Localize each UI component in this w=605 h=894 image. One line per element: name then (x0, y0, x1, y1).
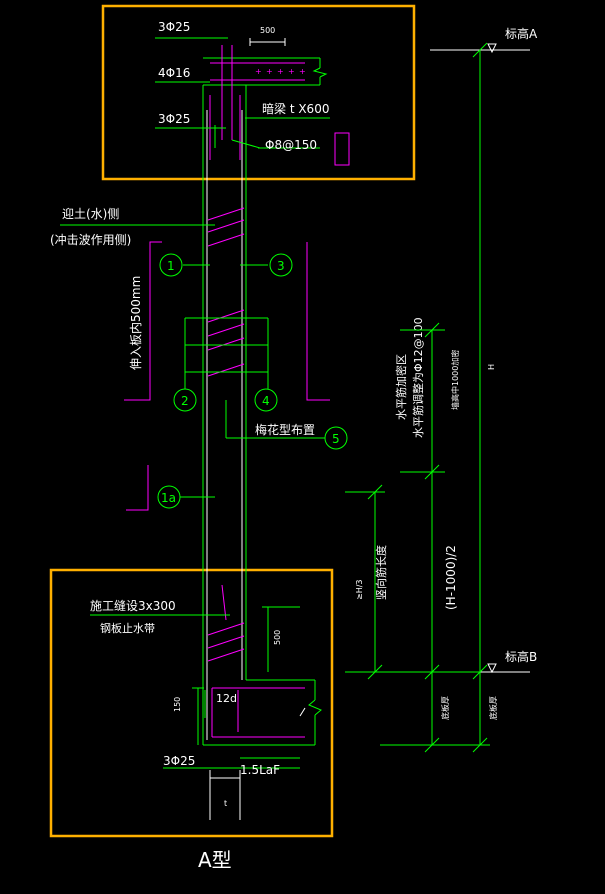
bubble-4: 4 (254, 388, 278, 412)
bottom-detail-box (49, 568, 334, 838)
elevation-b: 标高B (505, 649, 537, 664)
dim-150: 150 (173, 697, 182, 712)
bracket-lines (124, 241, 330, 511)
svg-text:2: 2 (181, 394, 189, 408)
wall-height-note: 墙高中1000加密 (450, 350, 460, 410)
ge-third-h: ≥H/3 (355, 579, 364, 600)
bubble-grid (180, 264, 325, 498)
wall-outline (202, 85, 247, 745)
bottom-slab (90, 606, 322, 820)
rebar-mid-label: 4Φ16 (158, 66, 190, 80)
dim-12d: 12d (216, 692, 237, 705)
height-h: H (487, 364, 496, 370)
svg-text:+: + (299, 67, 306, 76)
dim-500-top: 500 (260, 26, 275, 35)
top-detail-box (101, 4, 416, 181)
svg-text:+: + (288, 67, 295, 76)
tie-marks (207, 207, 245, 662)
bubble-1: 1 (159, 253, 183, 277)
bubble-2: 2 (173, 388, 197, 412)
elevation-a: 标高A (505, 26, 538, 41)
construction-joint: 施工缝设3x300 (90, 598, 176, 613)
rebar-low-label: 3Φ25 (158, 112, 190, 126)
svg-text:+: + (255, 67, 262, 76)
bubble-1a: 1a (157, 485, 181, 509)
slab-thickness-2: 底板厚 (488, 696, 498, 720)
horiz-rebar-zone-1: 水平筋加密区 (394, 354, 408, 420)
waterstop-label: 钢板止水带 (100, 621, 155, 635)
anchor-note: 伸入板内500mm (129, 276, 143, 370)
svg-text:3: 3 (277, 259, 285, 273)
bubble-5: 5 (324, 426, 348, 450)
elevation-markers (430, 42, 530, 745)
slab-thickness-1: 底板厚 (440, 696, 450, 720)
anchor-length: 竖向筋长度 (374, 545, 388, 600)
crown-beam-label: 暗梁 t X600 (262, 101, 329, 116)
svg-text:4: 4 (262, 394, 270, 408)
lae-label: 1.5LaF (240, 763, 280, 777)
top-slab: + + + + + (203, 38, 350, 166)
bubble-3: 3 (269, 253, 293, 277)
svg-text:+: + (277, 67, 284, 76)
half-height-dim: (H-1000)/2 (444, 545, 458, 610)
plum-layout-label: 梅花型布置 (255, 422, 315, 437)
dimension-lines-right (345, 322, 490, 753)
svg-text:1a: 1a (161, 491, 176, 505)
caption: A型 (198, 848, 232, 872)
rebar-top-label: 3Φ25 (158, 20, 190, 34)
top-leaders (155, 37, 330, 149)
stirrup-label: Φ8@150 (265, 138, 317, 152)
horiz-rebar-zone-2: 水平筋调整为Φ12@100 (411, 317, 425, 438)
svg-text:1: 1 (167, 259, 175, 273)
soil-side-note: (冲击波作用侧) (50, 232, 131, 247)
rebar-bottom-label: 3Φ25 (163, 754, 195, 768)
soil-side-label: 迎土(水)侧 (62, 207, 119, 221)
svg-text:5: 5 (332, 432, 340, 446)
svg-text:+: + (266, 67, 273, 76)
dim-500-bottom: 500 (273, 630, 282, 645)
dim-t: t (224, 799, 227, 808)
